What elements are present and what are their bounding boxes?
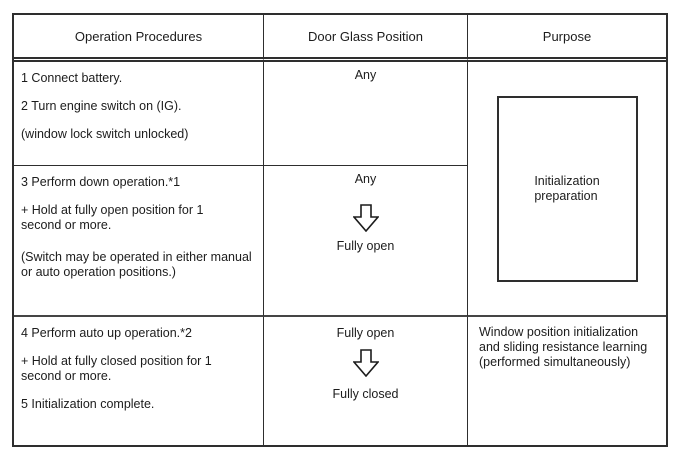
initialization-preparation-label: Initialization preparation xyxy=(534,173,600,203)
door-glass-cell-steps-4-5: Fully open Fully closed xyxy=(264,317,468,445)
door-glass-cell-steps-1-2: Any xyxy=(264,62,468,166)
procedure-step: 4 Perform auto up operation.*2 xyxy=(21,326,192,340)
procedure-substep: + Hold at fully closed position for 1 se… xyxy=(21,354,212,383)
procedure-step: 3 Perform down operation.*1 xyxy=(21,175,181,189)
down-block-arrow-icon xyxy=(351,204,380,233)
procedures-cell-steps-1-2: 1 Connect battery. 2 Turn engine switch … xyxy=(14,62,264,166)
procedures-cell-steps-4-5: 4 Perform auto up operation.*2 + Hold at… xyxy=(14,317,264,445)
purpose-cell-window-position-initialization: Window position initialization and slidi… xyxy=(468,317,666,445)
glass-position-from-label: Fully open xyxy=(336,326,395,340)
column-header-purpose: Purpose xyxy=(468,15,666,62)
procedure-step: 5 Initialization complete. xyxy=(21,397,155,411)
initialization-procedure-table: Operation Procedures Door Glass Position… xyxy=(12,13,668,447)
glass-position-to-label: Fully open xyxy=(336,239,395,253)
procedure-note: (Switch may be operated in either manual… xyxy=(21,250,252,279)
column-header-door-glass-position: Door Glass Position xyxy=(264,15,468,62)
door-glass-cell-step-3: Any Fully open xyxy=(264,166,468,317)
column-header-label: Door Glass Position xyxy=(308,28,423,44)
glass-position-to-label: Fully closed xyxy=(332,387,399,401)
initialization-preparation-box: Initialization preparation xyxy=(496,95,638,282)
column-header-label: Operation Procedures xyxy=(74,28,203,44)
procedure-step: 2 Turn engine switch on (IG). xyxy=(21,99,182,113)
purpose-cell-initialization-preparation: Initialization preparation xyxy=(468,62,666,317)
procedure-step: 1 Connect battery. xyxy=(21,71,123,85)
glass-position-from-label: Any xyxy=(354,172,377,186)
procedures-cell-step-3: 3 Perform down operation.*1 + Hold at fu… xyxy=(14,166,264,317)
glass-position-label: Any xyxy=(354,68,377,82)
procedure-substep: + Hold at fully open position for 1 seco… xyxy=(21,203,204,232)
procedure-note: (window lock switch unlocked) xyxy=(21,127,189,141)
column-header-label: Purpose xyxy=(542,28,592,44)
column-header-operation-procedures: Operation Procedures xyxy=(14,15,264,62)
purpose-label: Window position initialization and slidi… xyxy=(479,325,648,369)
down-block-arrow-icon xyxy=(351,349,380,378)
